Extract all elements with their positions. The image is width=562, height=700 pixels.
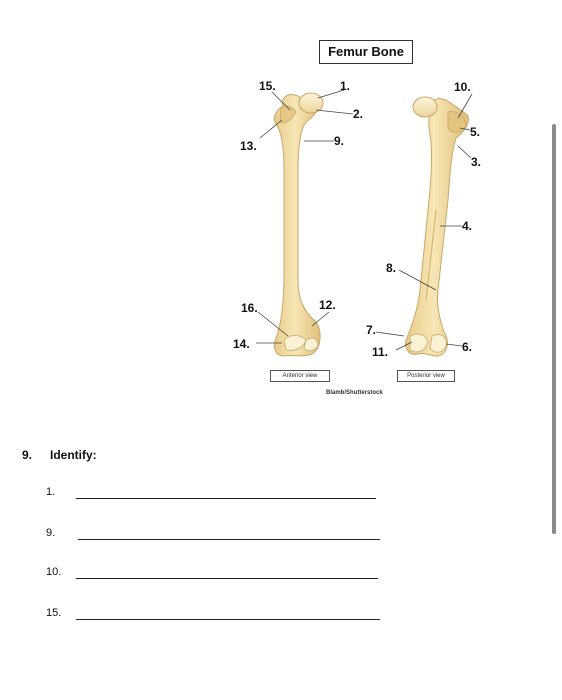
answer-number: 10. — [46, 566, 62, 578]
label-10: 10. — [454, 80, 471, 94]
label-6: 6. — [462, 340, 472, 354]
label-1: 1. — [340, 79, 350, 93]
question-number: 9. — [22, 448, 33, 462]
posterior-view-caption: Posterior view — [397, 370, 455, 382]
label-15: 15. — [259, 79, 276, 93]
label-12: 12. — [319, 298, 336, 312]
label-3: 3. — [471, 155, 481, 169]
label-13: 13. — [240, 139, 257, 153]
label-4: 4. — [462, 219, 472, 233]
answer-blank-line[interactable] — [76, 619, 380, 620]
posterior-femur — [405, 96, 469, 357]
question-heading: 9. Identify: — [22, 448, 97, 462]
label-16: 16. — [241, 301, 258, 315]
femur-illustration: 15. 1. 2. 9. 13. 10. 5. 3. 4. 8. 16. 12.… — [233, 79, 481, 359]
label-2: 2. — [353, 107, 363, 121]
answer-blank-line[interactable] — [76, 578, 378, 579]
label-11: 11. — [372, 345, 388, 359]
label-14: 14. — [233, 337, 250, 351]
answer-number: 1. — [46, 486, 56, 498]
vertical-scrollbar[interactable] — [552, 124, 556, 534]
answer-blank-line[interactable] — [76, 498, 376, 499]
label-9: 9. — [334, 134, 344, 148]
answer-number: 15. — [46, 607, 62, 619]
anterior-view-caption: Anterior view — [270, 370, 330, 382]
answer-blank-line[interactable] — [78, 539, 380, 540]
femur-diagram: Femur Bone — [233, 40, 481, 396]
diagram-title: Femur Bone — [319, 40, 413, 64]
question-prompt: Identify: — [50, 448, 97, 462]
label-7: 7. — [366, 323, 376, 337]
answer-number: 9. — [46, 527, 56, 539]
image-credit: Blamb/Shutterstock — [326, 390, 383, 396]
anterior-femur — [273, 92, 324, 357]
label-8: 8. — [386, 261, 396, 275]
label-5: 5. — [470, 125, 480, 139]
label-leader-lines — [256, 89, 473, 351]
